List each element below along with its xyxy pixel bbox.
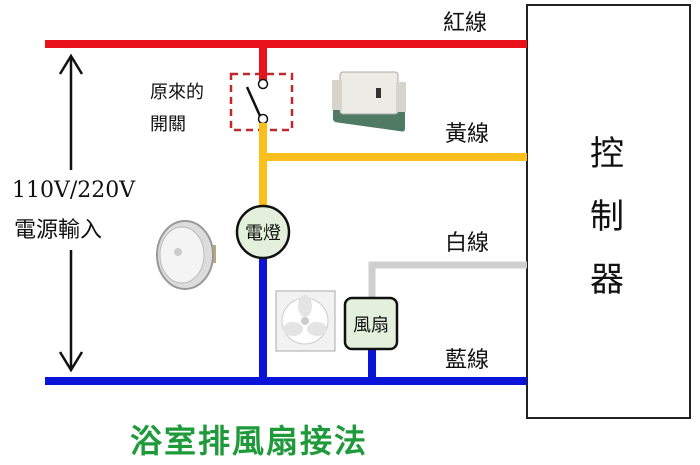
red-wire-label: 紅線 — [443, 11, 487, 36]
lamp-node — [235, 204, 291, 260]
controller-char: 控 — [590, 134, 624, 174]
white-wire — [368, 261, 527, 297]
led-bulb-image — [156, 220, 216, 290]
switch-label-line2: 開關 — [150, 114, 186, 135]
white-wire-label: 白線 — [445, 231, 489, 256]
switch-terminal-icon — [257, 113, 269, 125]
controller-char: 器 — [590, 260, 624, 300]
lamp-label: 電燈 — [245, 223, 281, 244]
fan-node — [343, 296, 399, 351]
wall-switch-image — [332, 71, 406, 132]
yellow-wire-label: 黃線 — [445, 122, 489, 147]
double-arrow-icon — [58, 53, 84, 373]
controller-box — [526, 4, 691, 419]
switch-label-line1: 原來的 — [150, 82, 204, 103]
diagram-title: 浴室排風扇接法 — [130, 422, 368, 460]
exhaust-fan-image — [275, 290, 336, 352]
switch-lever-icon — [245, 86, 262, 117]
voltage-label: 110V/220V — [12, 178, 136, 203]
switch-terminal-icon — [257, 78, 269, 90]
power-input-label: 電源輸入 — [14, 218, 102, 243]
fan-label: 風扇 — [353, 315, 389, 336]
controller-char: 制 — [590, 197, 624, 237]
blue-wire-label: 藍線 — [445, 348, 489, 373]
